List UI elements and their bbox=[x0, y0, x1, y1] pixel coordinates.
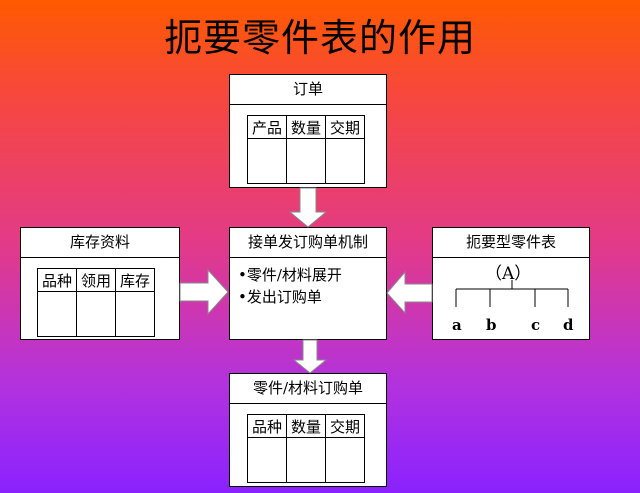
arrow-inventory-to-mechanism bbox=[179, 268, 229, 316]
bom-box-header: 扼要型零件表 bbox=[433, 228, 589, 258]
bom-root-label: （A） bbox=[485, 264, 532, 284]
purchase-col-variety: 品种 bbox=[247, 414, 287, 438]
arrow-mechanism-to-purchase bbox=[292, 339, 328, 374]
purchase-box-header: 零件/材料订购单 bbox=[230, 374, 386, 404]
arrow-bom-to-mechanism bbox=[386, 270, 433, 315]
purchase-cell bbox=[247, 437, 287, 483]
mechanism-box-header: 接单发订购单机制 bbox=[230, 228, 386, 258]
order-cell bbox=[325, 138, 365, 184]
order-table: 产品 数量 交期 bbox=[247, 115, 365, 184]
purchase-col-quantity: 数量 bbox=[286, 414, 326, 438]
inventory-cell bbox=[76, 291, 116, 337]
page-title: 扼要零件表的作用 bbox=[163, 16, 476, 60]
bom-child-d: d bbox=[563, 316, 574, 334]
bom-child-b: b bbox=[486, 316, 497, 334]
purchase-table: 品种 数量 交期 bbox=[247, 414, 365, 483]
mechanism-bullet-issue: •发出订购单 bbox=[238, 288, 322, 306]
bom-child-a: a bbox=[452, 316, 462, 334]
order-box: 订单 产品 数量 交期 bbox=[229, 74, 387, 188]
bom-tree-lines bbox=[455, 280, 569, 307]
mechanism-bullets: •零件/材料展开 •发出订购单 bbox=[238, 264, 342, 308]
purchase-box: 零件/材料订购单 品种 数量 交期 bbox=[229, 373, 387, 487]
inventory-table: 品种 领用 库存 bbox=[37, 268, 155, 337]
order-cell bbox=[286, 138, 326, 184]
inventory-col-variety: 品种 bbox=[37, 268, 77, 292]
arrow-order-to-mechanism bbox=[288, 187, 328, 228]
order-col-due: 交期 bbox=[325, 115, 365, 139]
purchase-cell bbox=[325, 437, 365, 483]
purchase-col-due: 交期 bbox=[325, 414, 365, 438]
order-box-header: 订单 bbox=[230, 75, 386, 105]
bom-child-c: c bbox=[531, 316, 541, 334]
bom-box: 扼要型零件表 （A） a b c d bbox=[432, 227, 590, 340]
order-col-quantity: 数量 bbox=[286, 115, 326, 139]
inventory-cell bbox=[115, 291, 155, 337]
inventory-col-stock: 库存 bbox=[115, 268, 155, 292]
inventory-box-header: 库存资料 bbox=[21, 228, 179, 258]
mechanism-bullet-expand: •零件/材料展开 bbox=[238, 266, 342, 284]
